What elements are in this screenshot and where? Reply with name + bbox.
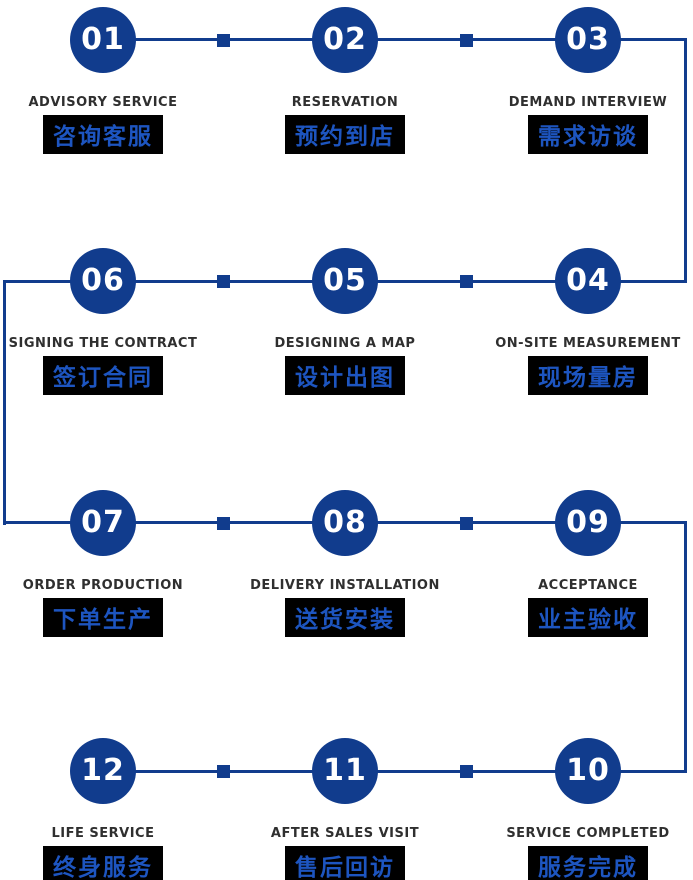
step-number-circle: 04 xyxy=(555,248,621,314)
step-title-cn: 需求访谈 xyxy=(528,115,648,154)
step-title-cn: 签订合同 xyxy=(43,356,163,395)
step-number-circle: 09 xyxy=(555,490,621,556)
connector-line-row1 xyxy=(103,38,687,41)
step-10: 10 SERVICE COMPLETED 服务完成 xyxy=(467,738,693,880)
step-number-circle: 11 xyxy=(312,738,378,804)
connector-line-right-2 xyxy=(684,521,687,772)
step-title-cn: 送货安装 xyxy=(285,598,405,637)
connector-line-row4 xyxy=(103,770,687,773)
step-title-en: ORDER PRODUCTION xyxy=(22,578,184,593)
step-number-circle: 08 xyxy=(312,490,378,556)
connector-line-right-1 xyxy=(684,38,687,283)
step-title-en: ACCEPTANCE xyxy=(538,578,638,593)
step-title-en: LIFE SERVICE xyxy=(51,826,155,841)
step-number-circle: 06 xyxy=(70,248,136,314)
connector-node xyxy=(217,275,230,288)
connector-node xyxy=(460,517,473,530)
connector-node xyxy=(460,34,473,47)
step-title-en: DESIGNING A MAP xyxy=(274,336,416,351)
step-01: 01 ADVISORY SERVICE 咨询客服 xyxy=(0,7,224,154)
step-11: 11 AFTER SALES VISIT 售后回访 xyxy=(224,738,466,880)
step-title-cn: 下单生产 xyxy=(43,598,163,637)
step-title-cn: 业主验收 xyxy=(528,598,648,637)
step-title-en: RESERVATION xyxy=(291,95,399,110)
connector-node xyxy=(217,765,230,778)
step-title-cn: 售后回访 xyxy=(285,846,405,880)
step-number-circle: 05 xyxy=(312,248,378,314)
step-03: 03 DEMAND INTERVIEW 需求访谈 xyxy=(467,7,693,154)
step-number-circle: 10 xyxy=(555,738,621,804)
step-title-en: AFTER SALES VISIT xyxy=(270,826,420,841)
step-number-circle: 07 xyxy=(70,490,136,556)
step-07: 07 ORDER PRODUCTION 下单生产 xyxy=(0,490,224,637)
step-04: 04 ON-SITE MEASUREMENT 现场量房 xyxy=(467,248,693,395)
step-number-circle: 12 xyxy=(70,738,136,804)
step-number-circle: 03 xyxy=(555,7,621,73)
step-12: 12 LIFE SERVICE 终身服务 xyxy=(0,738,224,880)
connector-node xyxy=(460,765,473,778)
step-title-cn: 现场量房 xyxy=(528,356,648,395)
connector-line-left-1 xyxy=(3,280,6,525)
step-05: 05 DESIGNING A MAP 设计出图 xyxy=(224,248,466,395)
step-number-circle: 01 xyxy=(70,7,136,73)
step-08: 08 DELIVERY INSTALLATION 送货安装 xyxy=(224,490,466,637)
step-title-en: SERVICE COMPLETED xyxy=(506,826,670,841)
step-02: 02 RESERVATION 预约到店 xyxy=(224,7,466,154)
step-title-en: ADVISORY SERVICE xyxy=(28,95,178,110)
step-title-en: DELIVERY INSTALLATION xyxy=(250,578,440,593)
connector-node xyxy=(217,34,230,47)
step-title-cn: 咨询客服 xyxy=(43,115,163,154)
step-title-cn: 终身服务 xyxy=(43,846,163,880)
connector-node xyxy=(217,517,230,530)
connector-node xyxy=(460,275,473,288)
step-title-en: DEMAND INTERVIEW xyxy=(508,95,668,110)
step-title-cn: 预约到店 xyxy=(285,115,405,154)
step-title-cn: 设计出图 xyxy=(285,356,405,395)
step-title-cn: 服务完成 xyxy=(528,846,648,880)
step-number-circle: 02 xyxy=(312,7,378,73)
step-title-en: SIGNING THE CONTRACT xyxy=(8,336,198,351)
step-09: 09 ACCEPTANCE 业主验收 xyxy=(467,490,693,637)
step-06: 06 SIGNING THE CONTRACT 签订合同 xyxy=(0,248,224,395)
step-title-en: ON-SITE MEASUREMENT xyxy=(495,336,681,351)
